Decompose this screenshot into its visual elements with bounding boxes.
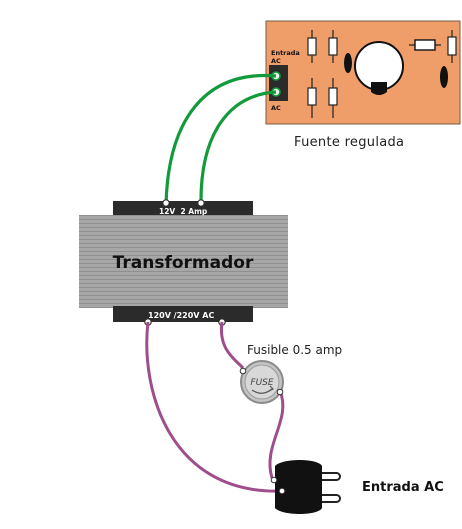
board-input-label-ac-bottom: AC xyxy=(271,104,281,112)
secondary-wire xyxy=(164,73,277,206)
resistor-icon xyxy=(307,30,317,63)
ac-plug-icon xyxy=(270,460,341,514)
transformer-top-frame xyxy=(113,201,253,217)
resistor-icon xyxy=(307,78,317,118)
filter-capacitor-icon xyxy=(354,41,404,95)
primary-wire xyxy=(145,321,283,493)
capacitor-icon xyxy=(344,53,352,73)
board-caption: Fuente regulada xyxy=(294,135,405,150)
transformer-title: Transformador xyxy=(113,253,254,273)
secondary-wire xyxy=(199,90,277,206)
capacitor-icon xyxy=(440,66,448,88)
primary-rating-label: 120V /220V AC xyxy=(148,311,214,320)
fuse: FUSE xyxy=(239,360,284,404)
primary-wire xyxy=(219,321,245,370)
plug-label: Entrada AC xyxy=(362,480,444,495)
secondary-terminal xyxy=(197,199,205,207)
fuse-body-text: FUSE xyxy=(250,378,273,388)
resistor-icon xyxy=(447,30,457,63)
primary-wire xyxy=(268,390,285,479)
resistor-icon xyxy=(328,78,338,118)
secondary-rating-label: 12V 2 Amp xyxy=(159,207,208,216)
resistor-icon xyxy=(409,39,441,51)
regulated-power-board: Entrada AC AC xyxy=(265,20,461,125)
transformer: 12V 2 Amp Transformador 120V /220V AC xyxy=(79,199,288,326)
transformer-bottom-frame xyxy=(113,306,253,322)
resistor-icon xyxy=(328,30,338,63)
board-input-label-ac: AC xyxy=(271,57,281,65)
transformer-core xyxy=(79,215,288,308)
fuse-label: Fusible 0.5 amp xyxy=(247,343,343,357)
board-input-label: Entrada xyxy=(271,49,300,57)
secondary-terminal xyxy=(162,199,170,207)
